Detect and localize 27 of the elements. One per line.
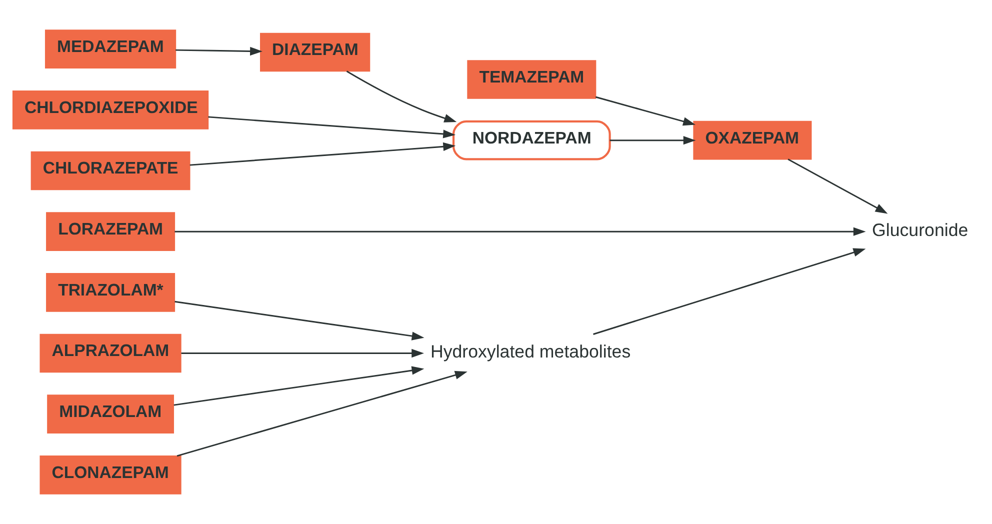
node-box: OXAZEPAM: [693, 120, 812, 160]
arrow: [176, 46, 262, 56]
arrow: [208, 116, 456, 138]
node-box: DIAZEPAM: [260, 32, 370, 72]
node-box: TEMAZEPAM: [467, 60, 596, 99]
node-box: NORDAZEPAM: [452, 120, 611, 160]
arrow: [174, 227, 866, 236]
node-box: CLONAZEPAM: [40, 456, 182, 494]
arrow: [593, 248, 866, 335]
arrow: [346, 70, 457, 122]
node-box: CHLORDIAZEPOXIDE: [12, 90, 209, 130]
node-box: ALPRAZOLAM: [40, 334, 182, 373]
node-text: Glucuronide: [872, 220, 968, 240]
arrow: [190, 142, 456, 166]
arrow: [610, 136, 696, 145]
node-box: TRIAZOLAM*: [46, 273, 176, 312]
arrow: [595, 96, 696, 126]
arrow: [788, 158, 888, 214]
arrow: [174, 366, 424, 406]
arrow: [176, 370, 468, 457]
arrow: [174, 300, 424, 340]
node-box: LORAZEPAM: [46, 212, 176, 251]
node-box: CHLORAZEPATE: [30, 151, 190, 190]
arrow: [181, 348, 424, 358]
node-text: Hydroxylated metabolites: [430, 342, 631, 362]
node-box: MEDAZEPAM: [44, 30, 176, 68]
node-box: MIDAZOLAM: [47, 394, 174, 434]
